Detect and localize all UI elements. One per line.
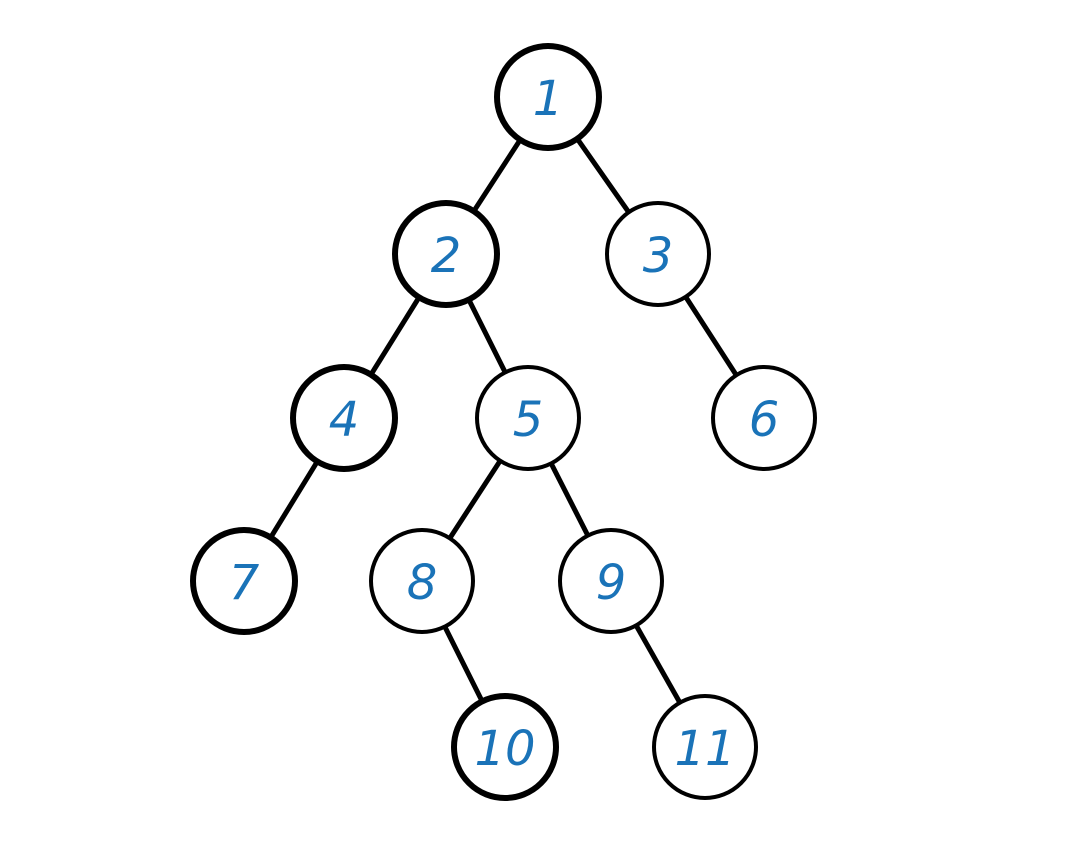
nodes-layer: 1 2 3 4 5 6 7 8 9 10 11 <box>190 43 817 801</box>
tree-node-1: 1 <box>494 43 602 151</box>
node-label-1: 1 <box>533 71 564 127</box>
node-label-7: 7 <box>229 555 260 611</box>
node-circle-9 <box>558 528 664 634</box>
node-circle-7 <box>190 527 298 635</box>
tree-node-9: 9 <box>558 528 664 634</box>
node-circle-6 <box>711 365 817 471</box>
node-circle-8 <box>369 528 475 634</box>
node-label-3: 3 <box>643 228 674 284</box>
node-label-2: 2 <box>431 228 462 284</box>
tree-node-7: 7 <box>190 527 298 635</box>
node-label-5: 5 <box>513 392 544 448</box>
node-circle-5 <box>475 365 581 471</box>
node-circle-4 <box>290 364 398 472</box>
node-label-6: 6 <box>749 392 780 448</box>
node-circle-2 <box>392 200 500 308</box>
node-circle-1 <box>494 43 602 151</box>
node-circle-11 <box>652 694 758 800</box>
tree-node-3: 3 <box>605 201 711 307</box>
tree-node-6: 6 <box>711 365 817 471</box>
node-label-9: 9 <box>596 555 627 611</box>
tree-node-2: 2 <box>392 200 500 308</box>
node-label-11: 11 <box>674 721 735 777</box>
node-circle-3 <box>605 201 711 307</box>
tree-node-5: 5 <box>475 365 581 471</box>
tree-node-4: 4 <box>290 364 398 472</box>
tree-node-11: 11 <box>652 694 758 800</box>
tree-node-10: 10 <box>451 693 559 801</box>
node-label-10: 10 <box>474 721 535 777</box>
tree-node-8: 8 <box>369 528 475 634</box>
node-label-4: 4 <box>329 392 360 448</box>
node-circle-10 <box>451 693 559 801</box>
node-label-8: 8 <box>407 555 438 611</box>
